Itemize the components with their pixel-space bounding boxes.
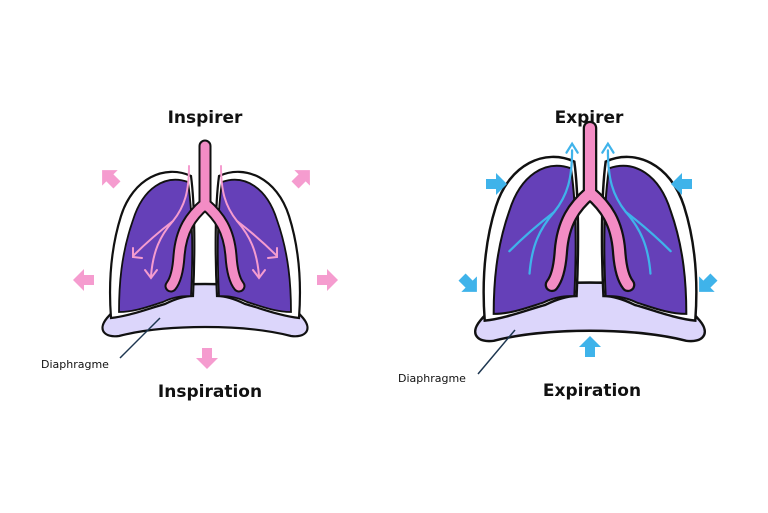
airflow-lines: [601, 141, 672, 275]
airflow-arrowhead: [565, 141, 579, 154]
airflow-lines: [508, 141, 579, 275]
airflow-line: [508, 210, 556, 253]
lungs-group: [101, 139, 309, 338]
airflow-line: [624, 210, 672, 253]
airflow-arrowhead: [267, 247, 278, 259]
inspirer-heading: Inspirer: [167, 108, 243, 128]
airflow-arrowhead: [601, 141, 615, 154]
expirer-heading: Expirer: [554, 108, 624, 128]
airflow-line: [132, 220, 174, 257]
diaphragm-label-right: Diaphragme: [398, 372, 466, 385]
movement-arrow-icon: [287, 162, 318, 193]
expiration-lungs: [454, 120, 722, 375]
inspiration-caption: Inspiration: [157, 382, 263, 402]
diaphragm-label-left: Diaphragme: [41, 358, 109, 371]
movement-arrow-icon: [94, 162, 125, 193]
diaphragm-pointer: [119, 317, 161, 359]
airflow-lines: [220, 165, 278, 280]
movement-arrow-icon: [196, 348, 218, 369]
expiration-caption: Expiration: [542, 381, 642, 401]
movement-arrow-icon: [73, 269, 94, 291]
inspiration-lungs: [73, 139, 338, 369]
movement-arrow-icon: [579, 336, 601, 357]
trachea: [166, 141, 244, 291]
airflow-lines: [132, 165, 190, 280]
movement-arrow-icon: [454, 269, 485, 300]
lungs-group: [474, 120, 706, 343]
airflow-arrowhead: [144, 269, 158, 280]
trachea: [546, 122, 634, 290]
airflow-arrowhead: [252, 269, 266, 280]
airflow-arrowhead: [132, 247, 143, 259]
movement-arrow-icon: [317, 269, 338, 291]
diaphragm-pointer: [477, 329, 516, 375]
airflow-line: [236, 220, 278, 257]
